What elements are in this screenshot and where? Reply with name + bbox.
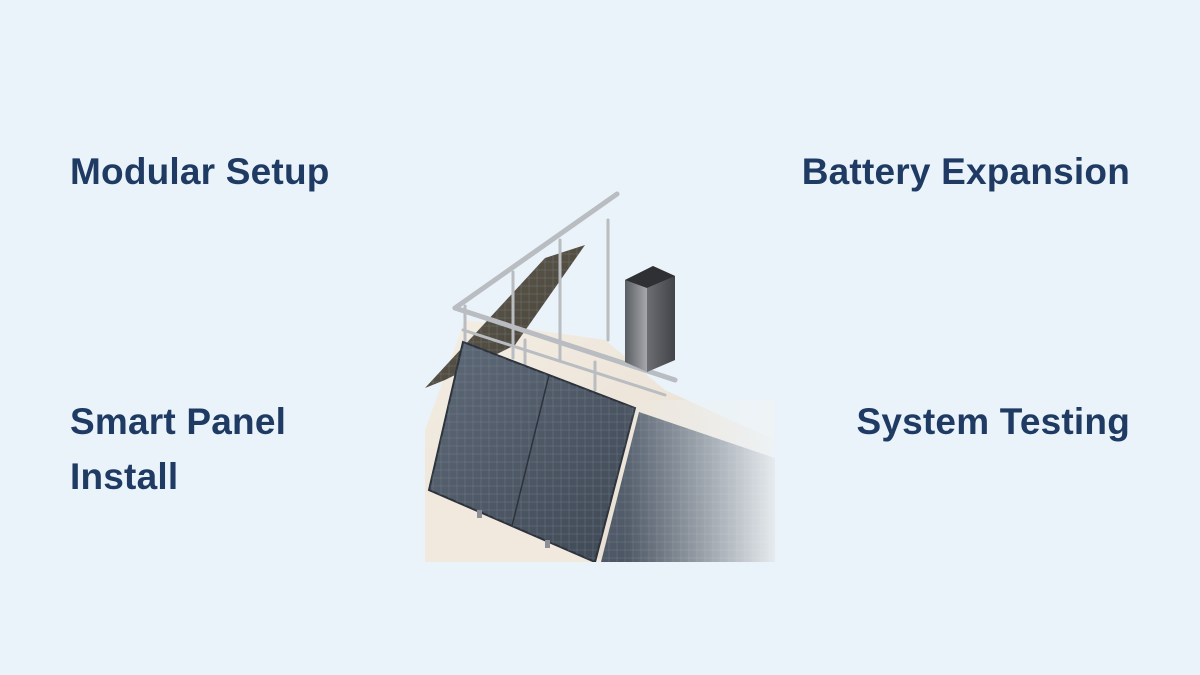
front-solar-panel-right-icon bbox=[601, 400, 775, 562]
feature-smart-panel-line2: Install bbox=[70, 456, 179, 497]
battery-unit-icon bbox=[625, 266, 675, 372]
solar-system-illustration bbox=[425, 190, 775, 562]
feature-smart-panel-install: Smart Panel Install bbox=[70, 394, 370, 504]
feature-smart-panel-line1: Smart Panel bbox=[70, 401, 287, 442]
feature-modular-setup: Modular Setup bbox=[70, 151, 330, 192]
feature-battery-expansion: Battery Expansion bbox=[801, 151, 1130, 192]
feature-system-testing: System Testing bbox=[856, 401, 1130, 442]
mounting-clips bbox=[477, 510, 550, 548]
front-solar-panel-left-icon bbox=[427, 340, 637, 562]
